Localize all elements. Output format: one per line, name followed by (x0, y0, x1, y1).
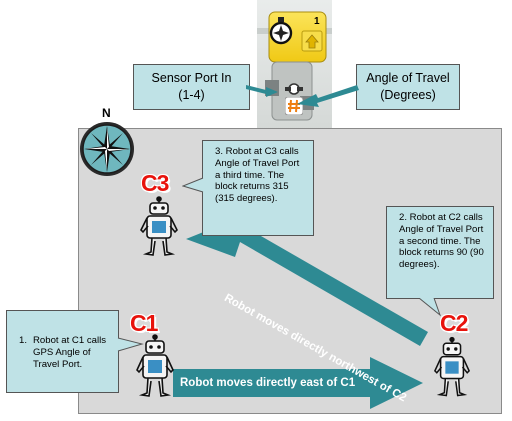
nxt-block[interactable]: 1 (257, 0, 332, 132)
robot-at-c3-icon (139, 196, 179, 258)
sensor-port-label: Sensor Port In (1-4) (133, 64, 250, 110)
step1-number: 1. (19, 335, 28, 346)
step1-text: Robot at C1 calls GPS Angle of Travel Po… (33, 335, 107, 370)
angle-of-travel-label-line2: (Degrees) (380, 88, 436, 102)
step2-text: 2. Robot at C2 calls Angle of Travel Por… (399, 212, 484, 271)
checkpoint-c1-label: C1 (130, 310, 158, 336)
compass-icon (269, 16, 293, 46)
compass-north-label: N (102, 106, 111, 120)
step1-callout-pointer (117, 337, 144, 352)
step3-callout-pointer (182, 177, 204, 193)
sensor-port-pointer-arrow (246, 85, 278, 97)
east-arrow (173, 357, 423, 409)
port-number: 1 (314, 16, 320, 27)
hash-icon (284, 96, 304, 116)
sensor-port-label-line2: (1-4) (178, 88, 205, 102)
angle-of-travel-label-line1: Angle of Travel (366, 71, 450, 85)
step1-callout: 1. Robot at C1 calls GPS Angle of Travel… (6, 310, 119, 393)
checkpoint-c3-label: C3 (141, 170, 169, 196)
robot-at-c2-icon (433, 336, 471, 400)
angle-pointer-arrow (297, 85, 359, 107)
step2-callout-pointer (418, 298, 442, 317)
angle-of-travel-label: Angle of Travel (Degrees) (356, 64, 460, 110)
step3-callout: 3. Robot at C3 calls Angle of Travel Por… (202, 140, 314, 236)
step3-text: 3. Robot at C3 calls Angle of Travel Por… (215, 146, 300, 205)
robot-at-c1-icon (135, 334, 175, 400)
sensor-port-label-line1: Sensor Port In (151, 71, 232, 85)
wire-connector-icon (283, 82, 305, 96)
step2-callout: 2. Robot at C2 calls Angle of Travel Por… (386, 206, 494, 299)
compass-rose-icon (78, 120, 136, 178)
east-arrow-label: Robot moves directly east of C1 (180, 377, 356, 389)
northwest-arrow (186, 213, 428, 346)
checkpoint-c2-label: C2 (440, 310, 468, 336)
